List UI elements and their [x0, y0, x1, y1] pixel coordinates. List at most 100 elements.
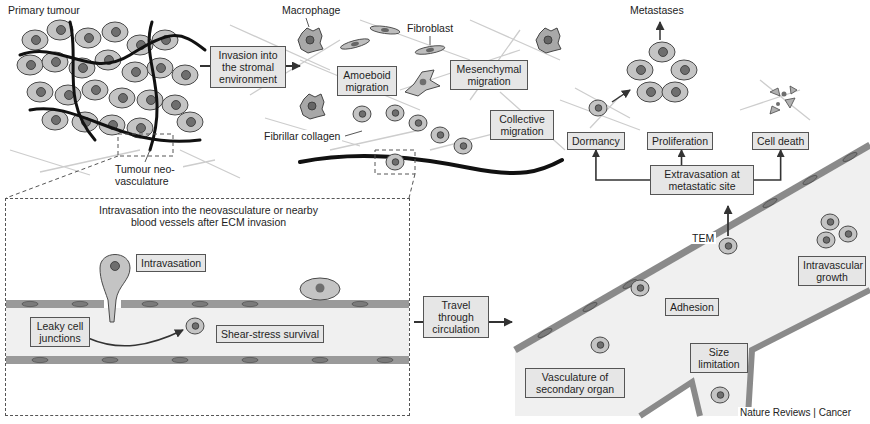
primary-vessel-part [242, 301, 258, 306]
text-label: Primary tumour [6, 4, 82, 16]
primary-tumour-cells [17, 20, 203, 138]
box-text: Dormancy [572, 135, 620, 147]
primary-vessel-part [102, 357, 118, 362]
box-text: Amoeboid migration [342, 69, 392, 93]
metastatic-site-cells-part [770, 86, 797, 114]
primary-tumour-cells-part [102, 22, 128, 42]
tumour-neovasculature-part [70, 22, 95, 140]
metastatic-site-cells-part [659, 22, 661, 40]
stroma-cells-part [300, 156, 562, 173]
inset-zoom-lines-part [6, 156, 118, 198]
collagen-fibres-part [10, 20, 810, 180]
process-box: Size limitation [690, 343, 748, 373]
primary-tumour-cells-part [177, 112, 203, 132]
metastatic-site-cells-part [637, 82, 663, 102]
leader-lines-part [430, 36, 431, 45]
secondary-vessel-part [582, 301, 598, 314]
tumour-neovasculature [20, 22, 205, 150]
connector-arrow [754, 150, 781, 180]
primary-vessel-part [312, 357, 328, 362]
process-box: Amoeboid migration [337, 66, 397, 96]
stroma-cells-part [409, 115, 427, 131]
primary-tumour-cells-part [137, 90, 163, 110]
primary-vessel-part [88, 330, 183, 346]
box-text: Mesenchymal migration [455, 63, 523, 87]
text-label: TEM [690, 232, 716, 244]
primary-tumour-cells-part [162, 95, 188, 115]
text-label: Macrophage [280, 4, 342, 16]
process-box: Extravasation at metastatic site [650, 165, 754, 195]
stroma-cells-part [353, 106, 371, 122]
primary-vessel-part [142, 301, 158, 306]
secondary-vessel-part [817, 232, 835, 248]
secondary-vessel-part [821, 214, 839, 230]
tumour-neovasculature-part [30, 109, 200, 142]
primary-tumour-cells-part [109, 88, 135, 108]
stroma-cells-part [420, 79, 427, 86]
secondary-vessel-part [719, 238, 737, 254]
primary-vessel-part [32, 357, 48, 362]
connector-arrow [596, 150, 650, 180]
stroma-cells-part [386, 154, 404, 170]
primary-vessel-part [121, 300, 409, 308]
metastatic-site-cells-part [671, 60, 697, 80]
primary-tumour-cells-part [42, 110, 68, 130]
box-text: Intravasation [141, 257, 201, 269]
metastatic-site-cells-part [662, 82, 688, 102]
process-box: Collective migration [490, 110, 554, 140]
stroma-cells-part [298, 28, 323, 53]
primary-tumour-cells-part [82, 80, 108, 100]
process-box: Adhesion [665, 298, 719, 316]
secondary-vessel-part [515, 145, 870, 416]
dashed-inset: Intravasation into the neovasculature or… [5, 198, 410, 416]
box-text: Intravascular growth [803, 259, 861, 283]
text-label: Tumour neo-vasculature [113, 163, 183, 187]
process-box: Cell death [752, 132, 809, 150]
primary-vessel-part [100, 255, 130, 323]
primary-vessel-part [22, 301, 38, 306]
primary-vessel-part [300, 278, 340, 300]
process-box: Mesenchymal migration [450, 60, 528, 90]
primary-vessel-part [6, 356, 409, 364]
secondary-vessel-part [591, 337, 609, 353]
stroma-cells-part [415, 44, 446, 56]
primary-tumour-cells-part [122, 62, 148, 82]
inset-heading: Intravasation into the neovasculature or… [91, 204, 326, 228]
leader-lines [145, 18, 430, 162]
metastatic-site-cells-part [776, 102, 780, 106]
primary-tumour-cells-part [27, 82, 53, 102]
box-text: Travel through circulation [428, 299, 484, 335]
primary-vessel [6, 255, 409, 365]
stroma-cells-part [454, 138, 472, 154]
process-box: Travel through circulation [423, 296, 489, 338]
stroma-cells-part [340, 37, 371, 52]
secondary-vessel-part [640, 290, 870, 416]
primary-vessel-part [316, 284, 325, 293]
tumour-neovasculature-part [149, 22, 157, 150]
secondary-vessel-part [839, 226, 857, 242]
primary-vessel-part [242, 357, 258, 362]
secondary-vessel-part [802, 174, 818, 187]
process-box: Proliferation [647, 132, 713, 150]
collagen-fibres [10, 20, 810, 180]
inset-zoom-lines-part [409, 174, 415, 198]
primary-vessel-part [172, 357, 188, 362]
box-text: Invasion into the stromal environment [215, 49, 281, 85]
primary-tumour-cells-part [17, 55, 43, 75]
process-box: Shear-stress survival [216, 325, 324, 343]
stroma-cells-part [386, 105, 404, 121]
stroma-cells [298, 24, 562, 173]
primary-vessel-part [72, 301, 88, 306]
metastatic-site-cells [589, 22, 797, 116]
stroma-cells-part [300, 94, 325, 119]
text-label: Metastases [628, 4, 686, 16]
metastatic-site-cells-part [612, 90, 630, 102]
metastatic-site-cells-part [649, 42, 675, 62]
primary-vessel-part [192, 301, 208, 306]
secondary-vessel-part [727, 206, 729, 236]
tumour-neovasculature-part [20, 36, 205, 64]
metastatic-site-cells-part [782, 92, 787, 97]
primary-tumour-cells-part [172, 65, 198, 85]
primary-vessel-part [186, 318, 204, 334]
text-label: Fibroblast [405, 22, 455, 34]
